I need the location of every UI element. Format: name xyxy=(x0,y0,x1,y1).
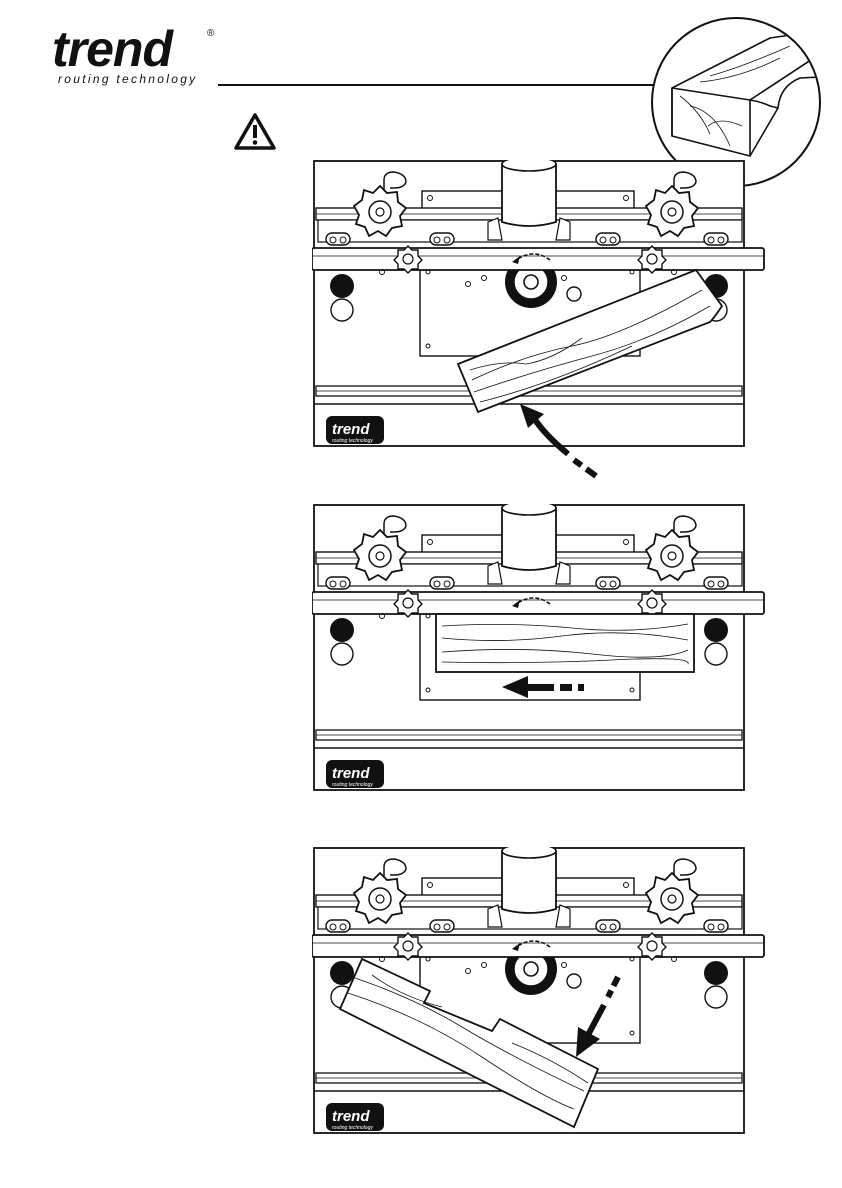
brand-logo: trend ® routing technology xyxy=(52,24,197,86)
brand-name: trend xyxy=(52,24,197,74)
header-rule xyxy=(218,84,658,86)
warning-triangle-icon xyxy=(233,112,277,157)
badge-name: trend xyxy=(332,765,370,782)
figure-feed-along-fence: trend routing technology xyxy=(312,504,768,794)
brand-tagline: routing technology xyxy=(58,72,197,86)
badge-tagline: routing technology xyxy=(332,782,373,788)
badge-name: trend xyxy=(332,1108,370,1125)
badge-tagline: routing technology xyxy=(332,438,373,444)
badge-tagline: routing technology xyxy=(332,1125,373,1131)
figure-start-feed: trend routing technology xyxy=(312,160,768,490)
workpiece xyxy=(436,614,694,672)
badge-name: trend xyxy=(332,421,370,438)
registered-mark: ® xyxy=(207,28,214,39)
figure-finish-feed: trend routing technology xyxy=(312,847,768,1139)
